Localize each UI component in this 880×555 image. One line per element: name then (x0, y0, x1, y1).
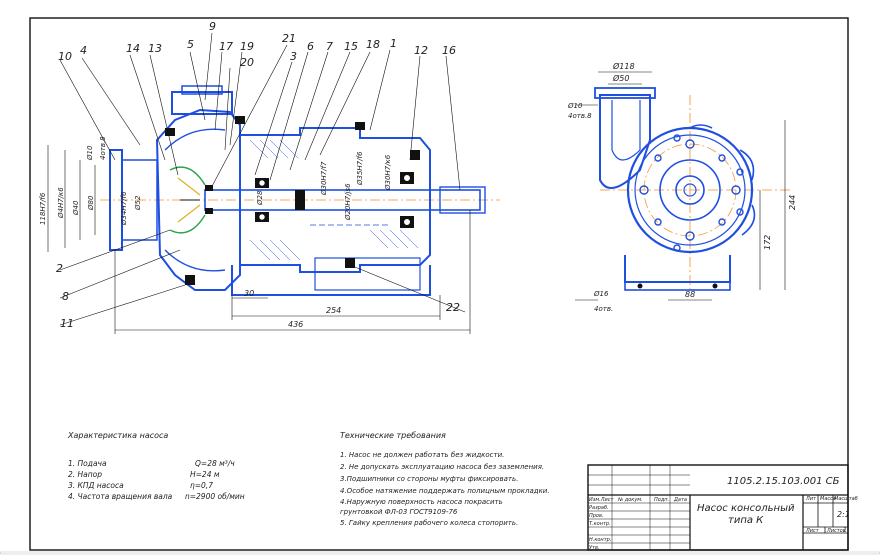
req-line-4: 4.Особое натяжение поддержать полицным п… (340, 487, 550, 495)
callout-13: 13 (148, 42, 162, 55)
scale-value: 2:1 (837, 510, 850, 519)
row-tkontr: Т.контр. (589, 521, 611, 527)
section-view (100, 85, 500, 296)
dim-172-r: 172 (763, 235, 772, 250)
dim-d10-r: Ø10 (567, 102, 583, 110)
row-utv: Утв. (589, 545, 600, 551)
characteristics-heading: Характеристика насоса (67, 431, 168, 440)
col-lit: Лит (805, 496, 817, 502)
dim-30: 30 (244, 289, 254, 298)
row-razrab: Разраб. (589, 505, 609, 511)
dim-d10: Ø10 (86, 145, 94, 161)
callout-numbers: 10 4 14 13 5 9 17 19 20 21 3 6 7 15 18 1… (56, 20, 460, 330)
document-code: 1105.2.15.103.001 СБ (727, 476, 840, 487)
row-nkontr: Н.контр. (589, 537, 611, 543)
dim-d20: Ø20Н7/js6 (344, 183, 352, 221)
pump-characteristics: Характеристика насоса 1. Подача 2. Напор… (67, 431, 245, 501)
row-izm: Изм.Лист (589, 497, 615, 503)
drawing-name-line1: Насос консольный (697, 503, 795, 514)
callout-5: 5 (187, 38, 194, 51)
callout-15: 15 (344, 40, 358, 53)
sheets-label: Листов (826, 528, 846, 534)
dim-d35: Ø35Н7/f6 (356, 151, 364, 186)
col-scale: Масштаб (834, 496, 858, 502)
req-line-2: 2. Не допускать эксплуатацию насоса без … (340, 463, 544, 471)
col-sign: Подп. (654, 497, 669, 503)
dim-d118: 118Н7/f6 (39, 192, 47, 225)
dim-d28: Ø28 (256, 190, 264, 206)
dim-254: 254 (326, 306, 341, 315)
callout-7: 7 (326, 40, 333, 53)
dim-d4: Ø4Н7/к6 (57, 187, 65, 219)
callout-20: 20 (240, 56, 254, 69)
dim-d118-r: Ø118 (612, 61, 635, 71)
requirements-heading: Технические требования (340, 431, 446, 440)
left-dimension-texts: Ø10 4отв.8 Ø40 Ø80 Ø34Н7/f6 Ø52 Ø4Н7/к6 … (39, 136, 392, 329)
char-line-4: 4. Частота вращения вала (68, 492, 173, 501)
callout-10: 10 (58, 50, 72, 63)
callout-11: 11 (60, 317, 74, 330)
dim-d80: Ø80 (87, 195, 95, 211)
char-line-3: 3. КПД насоса (68, 481, 124, 490)
dim-244-r: 244 (788, 195, 797, 210)
inner-frame (29, 17, 849, 551)
dim-d34: Ø34Н7/f6 (120, 191, 128, 226)
char-line-1: 1. Подача (68, 459, 107, 468)
end-view (594, 87, 790, 291)
callout-19: 19 (240, 40, 254, 53)
callout-18: 18 (366, 38, 380, 51)
callout-3: 3 (290, 50, 297, 63)
char-value-1: Q=28 м³/ч (195, 459, 235, 468)
req-line-7: 5. Гайку крепления рабочего колеса стопо… (340, 519, 518, 527)
right-dimension-texts: Ø118 Ø50 Ø10 4отв.8 Ø16 4отв. 88 244 172 (567, 61, 797, 313)
callout-12: 12 (414, 44, 428, 57)
title-block (587, 464, 849, 551)
dim-d50-r: Ø50 (612, 73, 629, 83)
dim-holes: 4отв.8 (99, 136, 107, 160)
char-value-4: n=2900 об/мин (185, 492, 245, 501)
col-mass: Масса (820, 496, 836, 502)
callout-9: 9 (209, 20, 216, 33)
dim-d30f7: Ø30Н7/f7 (320, 161, 328, 196)
callout-22: 22 (446, 301, 460, 314)
callout-16: 16 (442, 44, 456, 57)
dim-holes-bottom: 4отв. (594, 305, 613, 313)
dim-d40: Ø40 (72, 200, 80, 216)
col-docnum: № докум. (617, 497, 643, 503)
callout-4: 4 (80, 44, 87, 57)
technical-requirements: Технические требования 1. Насос не долже… (340, 431, 550, 527)
char-value-3: η=0,7 (190, 481, 213, 490)
callout-8: 8 (62, 290, 69, 303)
dim-436: 436 (288, 320, 303, 329)
drawing-name-line2: типа К (728, 515, 764, 526)
callout-6: 6 (307, 40, 314, 53)
dim-d16-r: Ø16 (593, 290, 609, 298)
dim-d30k6: Ø30Н7/к6 (384, 154, 392, 191)
sheets-count: 1 (843, 527, 847, 534)
req-line-6: грунтовкой ФЛ-03 ГОСТ9109-76 (340, 508, 458, 516)
char-line-2: 2. Напор (68, 470, 102, 479)
outer-frame (0, 551, 880, 555)
callout-leaders (59, 32, 466, 326)
req-line-5: 4.Наружную поверхность насоса покрасить (340, 498, 503, 506)
callout-14: 14 (126, 42, 140, 55)
row-prov: Пров. (589, 513, 604, 519)
dimension-lines-right (575, 71, 786, 301)
req-line-3: 3.Подшипники со стороны муфты фиксироват… (340, 475, 518, 483)
dimension-lines-left (47, 145, 471, 334)
callout-21: 21 (282, 32, 296, 45)
dim-d52: Ø52 (134, 195, 142, 211)
callout-1: 1 (390, 37, 397, 50)
dim-holes-top: 4отв.8 (568, 112, 592, 120)
callout-2: 2 (56, 262, 63, 275)
col-date: Дата (673, 497, 687, 503)
dim-88-r: 88 (685, 290, 695, 299)
callout-17: 17 (219, 40, 233, 53)
char-value-2: Н=24 м (190, 470, 220, 479)
sheet-label: Лист (805, 528, 820, 534)
title-block-texts: 1105.2.15.103.001 СБ Насос консольный ти… (589, 476, 858, 551)
req-line-1: 1. Насос не должен работать без жидкости… (340, 451, 504, 459)
